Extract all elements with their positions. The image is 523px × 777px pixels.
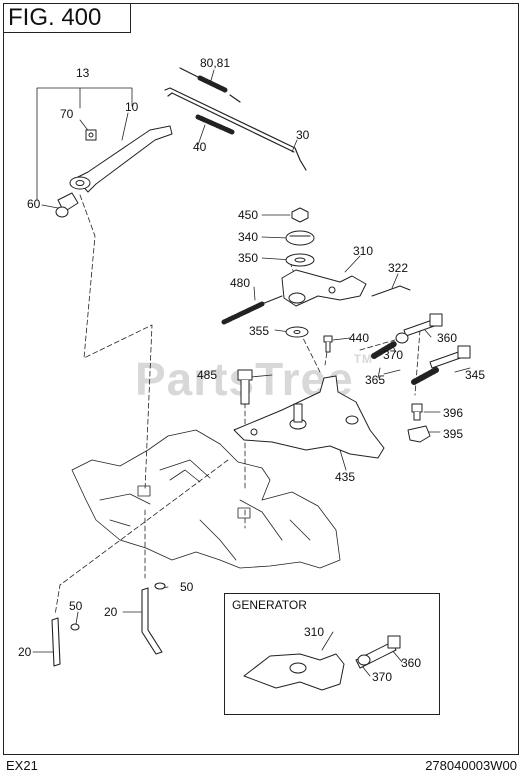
callout-13: 13	[76, 66, 90, 80]
callout-395: 395	[443, 427, 464, 441]
callout-70: 70	[60, 107, 74, 121]
callout-60: 60	[27, 197, 41, 211]
part-number: 278040003W00	[425, 758, 517, 773]
callout-370: 370	[383, 348, 404, 362]
generator-inset	[224, 593, 440, 715]
callout-485: 485	[197, 368, 218, 382]
bolt-485	[237, 369, 253, 405]
callout-10: 10	[125, 100, 139, 114]
throttle-lever	[55, 125, 173, 218]
callout-480: 480	[230, 276, 251, 290]
callout-50-right: 50	[180, 580, 194, 594]
callout-20-right: 20	[104, 605, 118, 619]
model-label: EX21	[6, 758, 38, 773]
callout-50-left: 50	[69, 599, 83, 613]
control-rods	[164, 67, 307, 171]
callout-396: 396	[443, 406, 464, 420]
callout-322: 322	[388, 261, 409, 275]
callout-440: 440	[349, 331, 370, 345]
callout-340: 340	[238, 230, 259, 244]
figure-label: FIG. 400	[3, 3, 131, 33]
generator-inset-parts	[243, 635, 401, 691]
callout-30: 30	[296, 128, 310, 142]
washer-and-bolt	[285, 326, 333, 353]
callout-350: 350	[238, 251, 259, 265]
assembly-dash-lines	[54, 194, 421, 616]
callout-80-81: 80,81	[200, 56, 231, 70]
drawing-frame	[3, 3, 519, 755]
generator-inset-title: GENERATOR	[232, 598, 307, 612]
callout-345: 345	[465, 368, 486, 382]
callout-20-left: 20	[18, 645, 32, 659]
callout-450: 450	[238, 208, 259, 222]
governor-stack	[285, 207, 315, 267]
engine-outline	[71, 429, 341, 569]
callout-generator-310: 310	[304, 625, 325, 639]
governor-arm	[221, 269, 411, 325]
callout-435: 435	[335, 470, 356, 484]
callout-generator-360: 360	[401, 656, 422, 670]
callout-310: 310	[353, 244, 374, 258]
springs-bolts	[371, 313, 471, 385]
callout-generator-370: 370	[372, 670, 393, 684]
control-bracket	[233, 375, 385, 459]
callout-355: 355	[249, 324, 270, 338]
clip-parts	[407, 403, 431, 443]
callout-360: 360	[437, 331, 458, 345]
choke-rods	[51, 582, 166, 667]
callout-40: 40	[193, 140, 207, 154]
callout-365: 365	[365, 373, 386, 387]
